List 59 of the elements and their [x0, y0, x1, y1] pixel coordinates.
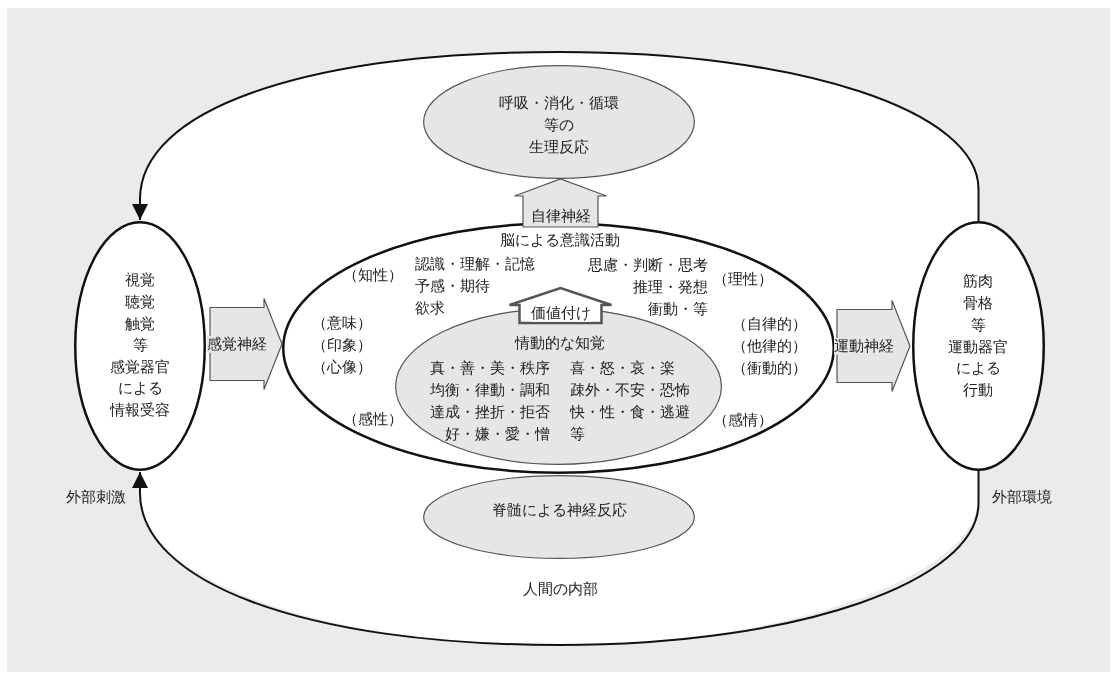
node-text: （理性） [713, 270, 773, 288]
node-text: 感覚器官 [110, 358, 170, 376]
loop-arrow [132, 470, 980, 646]
node-text: （衝動的） [731, 359, 807, 377]
edge-label: 感覚神経 [207, 335, 267, 353]
node-text: 脊髄による神経反応 [491, 501, 627, 519]
node-text: （印象） [312, 336, 372, 354]
block-arrow [836, 299, 911, 393]
node-text: 均衡・律動・調和 [430, 381, 550, 399]
node-text: 真・善・美・秩序 [430, 359, 550, 377]
label-text: 外部刺激 [66, 488, 126, 506]
node-text: 快・性・食・逃避 [570, 403, 690, 421]
oval-node [282, 222, 835, 474]
node-text: 好・嫌・愛・憎 [445, 425, 550, 443]
node-text: （感性） [343, 410, 403, 428]
node-text: 疎外・不安・恐怖 [570, 381, 690, 399]
node-text: （知性） [343, 266, 403, 284]
oval-node [74, 221, 206, 471]
node-text: 欲求 [415, 299, 445, 317]
node-text: 等 [132, 336, 148, 354]
node-text: による [117, 379, 163, 397]
oval-node [912, 221, 1045, 471]
node-text: 等の [544, 116, 574, 134]
loop-arrow [132, 51, 980, 222]
edge-label: 運動神経 [834, 337, 894, 355]
node-text: 呼吸・消化・循環 [499, 94, 619, 112]
node-text: 運動器官 [948, 338, 1008, 356]
oval-node [423, 475, 695, 559]
node-text: 認識・理解・記憶 [415, 255, 535, 273]
node-text: 等 [970, 316, 986, 334]
label-text: 外部環境 [992, 488, 1052, 506]
oval-heading: 脳による意識活動 [500, 231, 620, 249]
node-text: 衝動・等 [648, 300, 708, 318]
node-text: （感情） [713, 411, 773, 429]
oval-node [423, 65, 695, 179]
node-text: 予感・期待 [415, 277, 490, 295]
node-text: 思慮・判断・思考 [588, 256, 708, 274]
node-text: （自律的） [731, 315, 807, 333]
node-text: 視覚 [125, 271, 155, 289]
edge-label: 自律神経 [530, 207, 591, 225]
node-text: 生理反応 [529, 138, 589, 156]
node-text: 等 [570, 425, 585, 443]
node-text: 触覚 [125, 315, 155, 333]
node-text: 行動 [963, 381, 993, 399]
node-text: 推理・発想 [633, 278, 708, 296]
node-text: （他律的） [731, 337, 807, 355]
node-text: （意味） [312, 314, 372, 332]
node-text: （心像） [312, 358, 372, 376]
block-arrow [209, 297, 283, 391]
oval-heading: 情動的な知覚 [515, 334, 605, 352]
node-text: 情報受容 [110, 401, 170, 419]
node-text: 聴覚 [125, 293, 155, 311]
node-text: 喜・怒・哀・楽 [570, 359, 675, 377]
node-text: による [955, 359, 1001, 377]
edge-label: 価値付け [530, 304, 591, 322]
node-text: 達成・挫折・拒否 [430, 403, 550, 421]
node-text: 骨格 [963, 294, 993, 312]
label-text: 人間の内部 [522, 580, 598, 598]
node-text: 筋肉 [963, 272, 993, 290]
